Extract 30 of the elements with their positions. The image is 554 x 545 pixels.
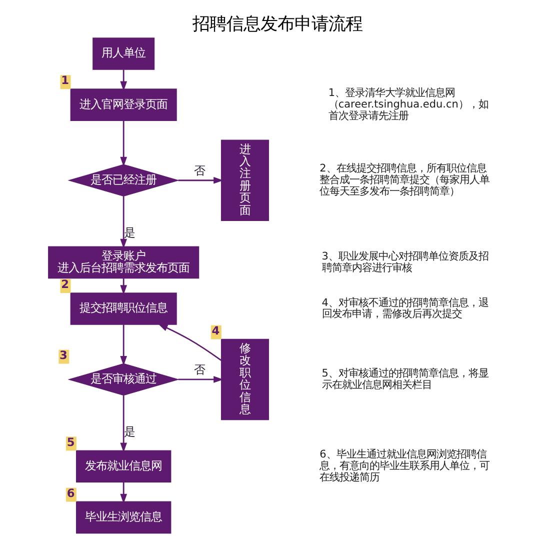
node-label: 2 [60, 277, 69, 292]
arrow [120, 196, 127, 249]
label: 4、对审核不通过的招聘简章信息，退回发布申请，需修改后再次提交 [321, 296, 488, 320]
arrow [120, 324, 127, 366]
node-label: 6 [66, 486, 74, 500]
arrow [178, 376, 223, 383]
label: 5、对审核通过的招聘简章信息，将显示在就业信息网相关栏目 [321, 368, 488, 391]
node-label: 5 [66, 434, 74, 449]
arrow [120, 396, 127, 452]
node-diamond: 是否已经注册 [67, 164, 179, 197]
node-box: 用人单位 [92, 38, 154, 70]
edge-label: 否 [194, 362, 205, 377]
edge-label: 是 [123, 424, 134, 439]
arrow [120, 482, 127, 504]
node-label: 3 [59, 348, 67, 362]
label: 2、在线提交招聘信息，所有职位信息整合成一条招聘简章提交（每家用人单位每天至多发布一条招聘简章） [319, 162, 490, 198]
arrow [120, 120, 127, 167]
arrow [178, 176, 223, 184]
node-label: 4 [211, 323, 220, 338]
node-box: 进入注册页面 [220, 140, 268, 221]
arrow [120, 278, 127, 295]
edge-label: 是 [123, 226, 134, 240]
arrow [120, 70, 127, 92]
label: 6、毕业生通过就业信息网浏览招聘信息，有意向的毕业生联系用人单位，可在线投递简历 [319, 448, 490, 484]
edge-label: 否 [194, 164, 205, 178]
node-label: 1 [60, 73, 69, 88]
node-box: 登录账户 进入后台招聘需求发布页面 [48, 246, 199, 279]
label: 1、登录清华大学就业信息网（career.tsinghua.edu.cn），如首次登录请先注册 [328, 87, 488, 122]
diagram-title: 招聘信息发布申请流程 [192, 14, 362, 34]
label: 3、职业发展中心对招聘单位资质及招聘简章内容进行审核 [321, 250, 488, 274]
